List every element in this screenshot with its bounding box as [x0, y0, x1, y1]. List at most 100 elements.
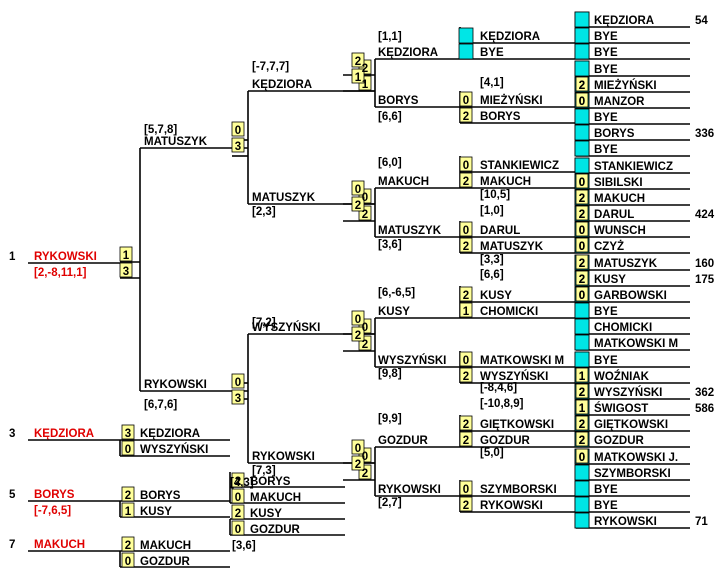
r1-name: BYE [594, 112, 618, 124]
r1-score: 2 [579, 258, 585, 270]
r1-name: CHOMICKI [594, 322, 652, 334]
result-place: 3 [9, 428, 15, 440]
r2-name: SZYMBORSKI [480, 484, 557, 496]
pm-score: 0 [125, 444, 131, 456]
r3-note: [1,1] [378, 31, 402, 43]
r1-score: 2 [579, 209, 585, 221]
r3-score: 0 [362, 451, 368, 463]
r2-name: BORYS [480, 111, 521, 123]
r2-score: 2 [463, 500, 469, 512]
r1-name: MATUSZYK [594, 258, 658, 270]
r1-name: MAKUCH [594, 193, 645, 205]
r1-bye-box [574, 464, 590, 481]
r2-note: [4,1] [480, 77, 504, 89]
r1-name: BYE [594, 355, 618, 367]
r2-score-box [459, 91, 473, 107]
r1-name: MATKOWSKI J. [594, 452, 678, 464]
pm-score-box [231, 504, 245, 520]
bracket-boxes [119, 11, 590, 568]
r1-bye-box [574, 60, 590, 77]
r2-name: STANKIEWICZ [480, 160, 559, 172]
r1-score-box [575, 189, 589, 205]
r2-name: RYKOWSKI [480, 500, 543, 512]
r1-score: 2 [579, 193, 585, 205]
r2-score: 0 [463, 95, 469, 107]
r2-name: MATUSZYK [480, 241, 544, 253]
r1-score: 2 [579, 435, 585, 447]
r1-bye-box [574, 480, 590, 497]
r2-bye-box [458, 27, 474, 44]
r1-name: KUSY [594, 274, 626, 286]
r2-score: 2 [463, 241, 469, 253]
pm-note: [4,3] [230, 477, 254, 489]
r5-score: 3 [123, 266, 129, 278]
pm-name: GOZDUR [250, 524, 301, 536]
bracket-lines [28, 26, 690, 568]
r2-bye-box [458, 43, 474, 60]
r4-score-box [231, 389, 245, 405]
r2-score-box [459, 415, 473, 431]
r1-bye-box [574, 496, 590, 513]
r1-name: BYE [594, 500, 618, 512]
result-place: 1 [9, 251, 16, 263]
pm-score-box [121, 536, 135, 552]
r3-score: 2 [355, 56, 361, 68]
r1-name: BYE [594, 64, 618, 76]
pm-score: 2 [235, 508, 241, 520]
r4-note: [2,3] [252, 206, 276, 218]
r4-name: KĘDZIORA [252, 79, 312, 91]
r1-bye-box [574, 27, 590, 44]
r2-name: WYSZYŃSKI [480, 370, 548, 383]
r5-name: MATUSZYK [144, 136, 208, 148]
r4-name: MATUSZYK [252, 192, 316, 204]
r3-score: 2 [362, 468, 368, 480]
r3-score-box [351, 196, 365, 212]
r1-score: 2 [579, 387, 585, 399]
r1-score: 0 [579, 452, 585, 464]
r1-bye-box [574, 108, 590, 125]
r3-score: 2 [362, 63, 368, 75]
r3-score: 2 [355, 459, 361, 471]
r2-score: 2 [463, 435, 469, 447]
r1-bye-box [574, 302, 590, 319]
r4-score-box [231, 137, 245, 153]
r3-score: 2 [362, 209, 368, 221]
r1-name: GIĘTKOWSKI [594, 419, 668, 431]
r1-score: 2 [579, 80, 585, 92]
r1-score: 0 [579, 96, 585, 108]
r1-score: 0 [579, 225, 585, 237]
r4-note: [7,3] [252, 465, 276, 477]
r1-score-box [575, 76, 589, 92]
r1-score: 2 [579, 274, 585, 286]
pm-score: 1 [125, 506, 132, 518]
r1-score: 2 [579, 419, 585, 431]
r1-score: 1 [579, 371, 586, 383]
r3-note: [3,6] [378, 239, 402, 251]
r1-score: 2 [579, 258, 585, 270]
r2-score-box [459, 496, 473, 512]
r2-name: KUSY [480, 290, 512, 302]
pm-score-box [231, 520, 245, 536]
r1-bye-box [574, 43, 590, 60]
r1-score-box [575, 415, 589, 431]
r1-points: 71 [695, 516, 708, 528]
r2-name: GOZDUR [480, 435, 531, 447]
pm-note: [3,6] [232, 540, 256, 552]
r4-score: 0 [235, 125, 241, 137]
r1-name: MATKOWSKI M [594, 338, 678, 350]
r2-name: MIEŻYŃSKI [480, 94, 543, 107]
r1-name: WOŹNIAK [594, 370, 650, 383]
r3-score-box [351, 439, 365, 455]
r1-bye-box [574, 11, 590, 28]
r3-score-box [351, 455, 365, 471]
r1-name: RYKOWSKI [594, 516, 657, 528]
r2-score-box [459, 156, 473, 172]
r2-note: [-8,4,6] [480, 382, 517, 394]
r2-score-box [459, 302, 473, 318]
r3-score: 0 [355, 314, 361, 326]
r4-score-box [231, 373, 245, 389]
r2-score: 0 [463, 160, 469, 172]
r2-score: 2 [463, 111, 469, 123]
r3-score: 2 [362, 339, 368, 351]
